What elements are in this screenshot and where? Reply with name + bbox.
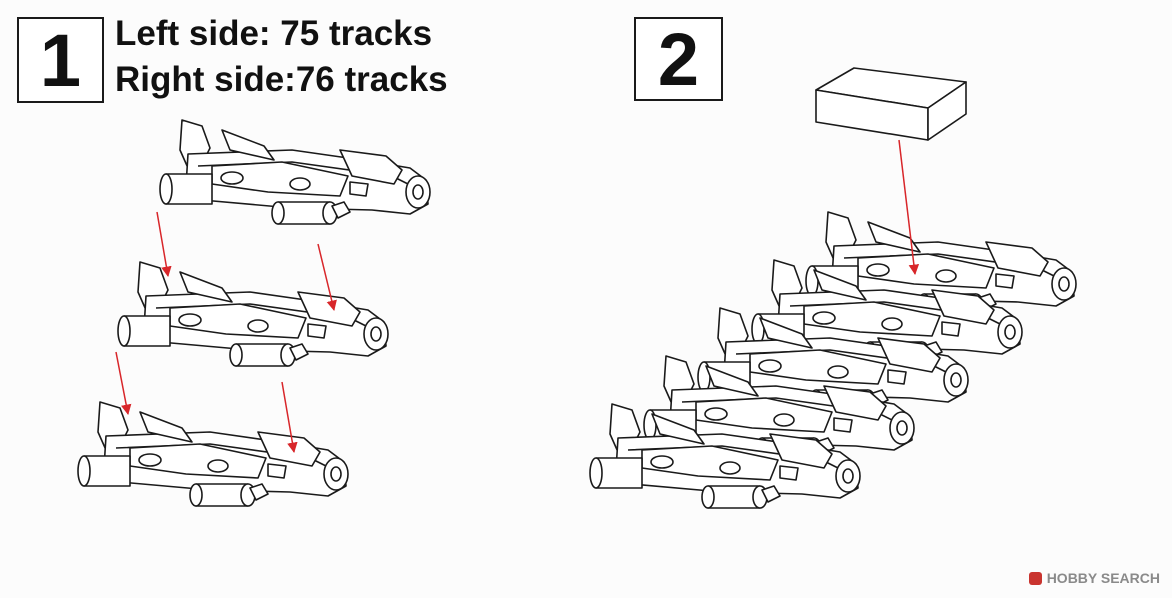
- step1-illustration: [77, 119, 431, 507]
- step-1-number: 1: [39, 18, 82, 102]
- hobby-search-logo-icon: [1028, 571, 1042, 585]
- right-side-instruction: Right side:76 tracks: [115, 60, 448, 99]
- assembly-arrow: [156, 211, 172, 278]
- track-link: [117, 261, 389, 367]
- left-side-instruction: Left side: 75 tracks: [115, 14, 433, 53]
- step-2-number: 2: [657, 17, 700, 101]
- assembly-arrow: [898, 139, 920, 276]
- assembly-arrow: [317, 243, 337, 312]
- track-link: [77, 401, 349, 507]
- track-link: [159, 119, 431, 225]
- watermark-text: HOBBY SEARCH: [1046, 570, 1160, 586]
- step2-illustration: [589, 67, 1077, 509]
- step-1-number-box: 1: [17, 17, 104, 103]
- rubber-pad: [815, 67, 967, 141]
- step-2-number-box: 2: [634, 17, 723, 101]
- assembly-arrow: [281, 381, 298, 454]
- assembly-arrow: [115, 351, 132, 416]
- watermark: HOBBY SEARCH: [1028, 570, 1160, 586]
